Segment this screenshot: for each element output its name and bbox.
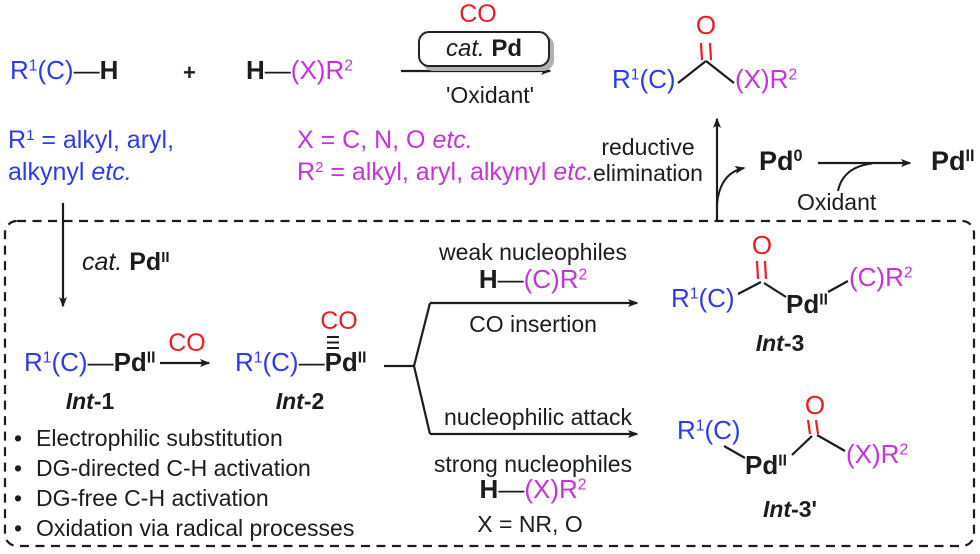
r1c-text: R1(C) xyxy=(10,55,74,85)
product-xr2: (X)R2 xyxy=(735,64,798,94)
int3p-bonds xyxy=(723,419,846,459)
cat-pd2-label: cat. PdII xyxy=(82,248,170,276)
pd-text: Pd xyxy=(491,35,523,62)
int3p-r1c: R1(C) xyxy=(677,415,741,445)
reactant-r1ch: R1(C)—H xyxy=(10,55,119,85)
int3p-oxygen: O xyxy=(804,390,826,420)
list-item: • Electrophilic substitution xyxy=(14,424,283,451)
bond-dash: — xyxy=(264,55,291,85)
int1-label: Int-1 xyxy=(65,388,115,414)
int3-cr2: (C)R2 xyxy=(849,262,913,292)
bullet-icon: • xyxy=(14,454,23,481)
bullet-icon: • xyxy=(14,424,23,451)
oxidant-curve xyxy=(837,162,873,192)
pd0-curved-arrow xyxy=(716,165,746,205)
int3-bonds xyxy=(737,260,849,298)
branch-lines xyxy=(384,302,432,435)
int3-label: Int-3 xyxy=(755,330,805,356)
list-item: • DG-free C-H activation xyxy=(14,484,269,511)
co-label-top: CO xyxy=(459,0,497,28)
int1-formula: R1(C)—PdII xyxy=(24,347,156,377)
bond-dash: — xyxy=(73,55,100,85)
weak-nucleophiles-label: weak nucleophiles xyxy=(439,239,627,265)
list-item: • DG-directed C-H activation xyxy=(14,454,311,481)
int2-co-label: CO xyxy=(320,307,358,335)
oxidant-label: Oxidant xyxy=(797,189,877,215)
bullet-icon: • xyxy=(14,484,23,511)
catalyst-box: cat. Pd xyxy=(418,31,550,67)
co-step-label: CO xyxy=(168,329,206,357)
int3p-pd: PdII xyxy=(745,450,787,480)
product-oxygen: O xyxy=(695,10,717,40)
bullet-icon: • xyxy=(14,514,23,541)
product-r1c: R1(C) xyxy=(612,64,676,94)
h-atom: H xyxy=(99,55,119,85)
int2-dashed-bond xyxy=(327,336,339,349)
reactant-hxr2: H—(X)R2 xyxy=(246,55,353,85)
int2-formula: R1(C)—PdII xyxy=(235,347,367,377)
int2-label: Int-2 xyxy=(275,388,325,414)
hxr2-formula: H—(X)R2 xyxy=(479,474,587,504)
list-item: • Oxidation via radical processes xyxy=(14,514,355,541)
x-definition: X = C, N, O etc. xyxy=(297,126,473,154)
pd2-label: PdII xyxy=(931,146,975,176)
reductive-elimination-label: reductive elimination xyxy=(593,134,703,186)
int3p-xr2: (X)R2 xyxy=(846,439,909,469)
r1-definition-line2: alkynyl etc. xyxy=(8,158,132,186)
int3-pd: PdII xyxy=(786,289,828,319)
int3-oxygen: O xyxy=(751,230,773,260)
r1-definition-line1: R1 = alkyl, aryl, xyxy=(8,126,175,154)
pd0-label: Pd0 xyxy=(759,146,803,176)
co-insertion-label: CO insertion xyxy=(469,311,597,337)
xr2-text: (X)R2 xyxy=(290,55,353,85)
hcr2-formula: H—(C)R2 xyxy=(478,264,588,294)
strong-nucleophiles-label: strong nucleophiles xyxy=(433,451,633,477)
int3p-label: Int-3' xyxy=(762,496,818,522)
activation-modes-list: • Electrophilic substitution • DG-direct… xyxy=(14,423,354,543)
cat-text: cat. xyxy=(445,35,485,62)
h-atom: H xyxy=(246,55,265,85)
mechanism-dashed-box xyxy=(3,219,976,548)
oxidant-label-top: 'Oxidant' xyxy=(445,82,535,108)
r2-definition: R2 = alkyl, aryl, alkynyl etc. xyxy=(297,158,594,186)
x-nr-o-label: X = NR, O xyxy=(477,511,583,537)
product-bonds xyxy=(677,42,735,84)
plus-sign: + xyxy=(183,60,196,85)
int3-r1c: R1(C) xyxy=(671,283,735,313)
nucleophilic-attack-label: nucleophilic attack xyxy=(444,404,632,430)
